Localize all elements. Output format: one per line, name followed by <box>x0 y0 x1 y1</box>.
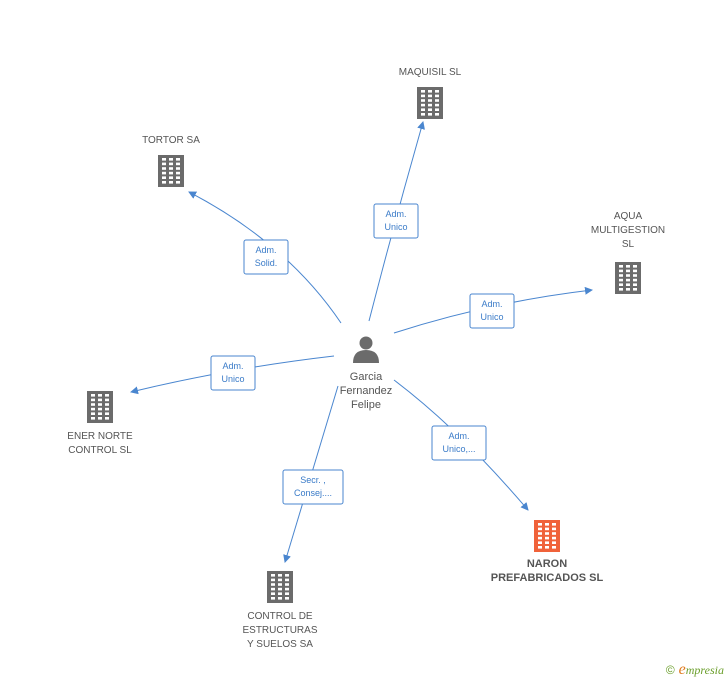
relation-label-box <box>282 469 344 505</box>
person-name-line-2: Fernandez <box>340 385 393 397</box>
relation-label-box <box>431 425 487 461</box>
relation-label-line-1: Adm. <box>222 361 243 371</box>
brand-logo: empresia <box>679 661 724 679</box>
relation-label-box <box>373 203 419 239</box>
copyright-symbol: © <box>665 663 675 677</box>
relation-label-control[interactable]: Secr. , Consej.... <box>282 469 344 505</box>
relation-label-line-1: Adm. <box>255 245 276 255</box>
company-name-aqua-line-3: SL <box>622 239 635 250</box>
company-name-aqua-line-2: MULTIGESTION <box>591 225 665 236</box>
relation-label-tortor[interactable]: Adm. Solid. <box>243 239 289 275</box>
company-name-ener-line-1: ENER NORTE <box>67 431 133 442</box>
relation-label-naron[interactable]: Adm. Unico,... <box>431 425 487 461</box>
company-name-maquisil-line-1: MAQUISIL SL <box>399 67 462 78</box>
company-name-naron-line-1: NARON <box>527 558 567 570</box>
relation-label-line-2: Solid. <box>255 258 278 268</box>
company-name-ener-line-2: CONTROL SL <box>68 445 132 456</box>
relation-label-line-1: Adm. <box>385 209 406 219</box>
watermark: © empresia <box>666 661 724 679</box>
edges-layer: Adm.UnicoAdm.Solid.Adm.UnicoAdm.UnicoSec… <box>130 121 593 563</box>
relation-label-line-2: Unico <box>480 312 503 322</box>
relation-label-box <box>469 293 515 329</box>
relation-label-box <box>210 355 256 391</box>
building-icon-aqua[interactable] <box>615 262 641 294</box>
company-name-control-line-3: Y SUELOS SA <box>247 639 313 650</box>
relation-label-line-1: Secr. , <box>300 475 326 485</box>
person-name-line-3: Felipe <box>351 399 381 411</box>
brand-initial: e <box>678 661 686 678</box>
relation-label-line-1: Adm. <box>481 299 502 309</box>
relation-label-line-1: Adm. <box>448 431 469 441</box>
company-name-naron-line-2: PREFABRICADOS SL <box>491 572 604 584</box>
relation-label-ener[interactable]: Adm. Unico <box>210 355 256 391</box>
brand-name: mpresia <box>685 663 724 677</box>
relation-label-line-2: Consej.... <box>294 488 332 498</box>
company-name-aqua-line-1: AQUA <box>614 211 643 222</box>
person-name-line-1: Garcia <box>350 371 383 383</box>
relation-label-line-2: Unico,... <box>442 444 475 454</box>
relation-label-line-2: Unico <box>384 222 407 232</box>
person-icon[interactable] <box>353 336 379 364</box>
building-icon-naron[interactable] <box>534 520 560 552</box>
relation-label-maquisil[interactable]: Adm. Unico <box>373 203 419 239</box>
building-icon-ener[interactable] <box>87 391 113 423</box>
company-name-control-line-2: ESTRUCTURAS <box>242 625 317 636</box>
company-name-control-line-1: CONTROL DE <box>247 611 313 622</box>
relation-label-line-2: Unico <box>221 374 244 384</box>
relation-label-aqua[interactable]: Adm. Unico <box>469 293 515 329</box>
building-icon-control[interactable] <box>267 571 293 603</box>
building-icon-tortor[interactable] <box>158 155 184 187</box>
company-name-tortor-line-1: TORTOR SA <box>142 135 200 146</box>
relation-label-box <box>243 239 289 275</box>
building-icon-maquisil[interactable] <box>417 87 443 119</box>
